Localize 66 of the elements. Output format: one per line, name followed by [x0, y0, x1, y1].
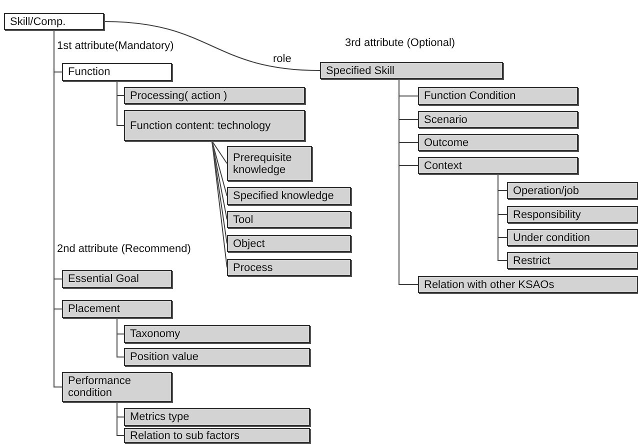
- item-box: [418, 276, 638, 293]
- node-text: Specified knowledge: [232, 190, 335, 202]
- node-text: Operation/job: [512, 184, 580, 196]
- connector-line: [212, 140, 228, 164]
- node-text: Restrict: [512, 254, 552, 266]
- item-box: [227, 259, 351, 276]
- connector-line: [212, 140, 228, 268]
- item-box: [418, 87, 578, 105]
- node-text: Placement: [67, 303, 121, 315]
- item-box: [418, 111, 578, 128]
- node-text: Context: [423, 160, 463, 172]
- node-text: Essential Goal: [67, 273, 140, 285]
- connector-line: [116, 402, 124, 436]
- node-text: Position value: [129, 351, 200, 363]
- node-text: Relation with other KSAOs: [423, 278, 556, 290]
- item-box: [507, 182, 638, 199]
- node-text: Skill/Comp.: [9, 16, 67, 28]
- node-text: Scenario: [423, 114, 468, 126]
- item-box: [124, 110, 305, 141]
- item-box: [124, 428, 310, 443]
- node-text: Taxonomy: [129, 328, 182, 340]
- connector-line: [116, 318, 124, 358]
- node-text: Function content: technology: [129, 120, 272, 132]
- item-box: [320, 62, 503, 79]
- item-box: [418, 134, 578, 151]
- item-box: [124, 348, 310, 366]
- connector-line: [116, 80, 124, 126]
- item-box: [62, 300, 172, 318]
- edge-label: role: [272, 53, 292, 65]
- node-text: Specified Skill: [325, 64, 396, 76]
- category-box: [62, 63, 172, 81]
- item-box: [62, 372, 172, 402]
- item-box: [227, 211, 351, 228]
- node-text: Under condition: [512, 232, 592, 244]
- connector-line: [212, 140, 228, 196]
- node-text: Tool: [232, 214, 254, 226]
- node-text: Object: [232, 238, 266, 250]
- attribute-heading: 2nd attribute (Recommend): [57, 243, 191, 255]
- connector-line: [104, 21, 320, 71]
- item-box: [507, 252, 638, 269]
- node-text: Process: [232, 262, 274, 274]
- item-box: [124, 87, 305, 104]
- connector-line: [398, 78, 418, 285]
- node-text: Function: [67, 66, 112, 78]
- node-text: Relation to sub factors: [129, 430, 240, 442]
- item-box: [124, 325, 310, 343]
- node-text: Metrics type: [129, 411, 190, 423]
- attribute-heading: 3rd attribute (Optional): [345, 37, 456, 49]
- item-box: [507, 206, 638, 223]
- node-text: Performance condition: [67, 375, 132, 399]
- node-text: Processing( action ): [129, 90, 228, 102]
- connector-line: [212, 140, 228, 244]
- node-text: Outcome: [423, 136, 470, 148]
- node-text: Responsibility: [512, 208, 582, 220]
- node-text: Function Condition: [423, 90, 517, 102]
- item-box: [124, 408, 310, 426]
- node-text: Prerequisite knowledge: [232, 152, 293, 176]
- item-box: [507, 229, 638, 246]
- item-box: [418, 157, 578, 174]
- attribute-heading: 1st attribute(Mandatory): [57, 40, 174, 52]
- item-box: [227, 187, 351, 205]
- item-box: [227, 146, 312, 181]
- connector-line: [498, 174, 508, 261]
- item-box: [227, 235, 351, 252]
- category-box: [4, 13, 104, 30]
- item-box: [62, 270, 172, 288]
